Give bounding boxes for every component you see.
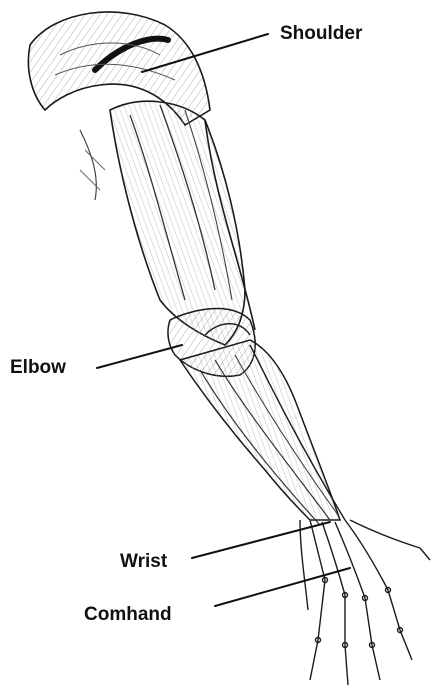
comhand-label: Comhand	[84, 605, 172, 624]
forearm-muscles	[180, 340, 345, 525]
wrist-leader-line	[192, 522, 330, 558]
upper-arm-muscles	[110, 101, 255, 345]
elbow-label: Elbow	[10, 358, 66, 377]
comhand-leader-line	[215, 568, 350, 606]
wrist-label: Wrist	[120, 552, 167, 571]
shoulder-label: Shoulder	[280, 24, 362, 43]
hand-bones	[300, 520, 430, 685]
elbow-leader-line	[97, 345, 182, 368]
